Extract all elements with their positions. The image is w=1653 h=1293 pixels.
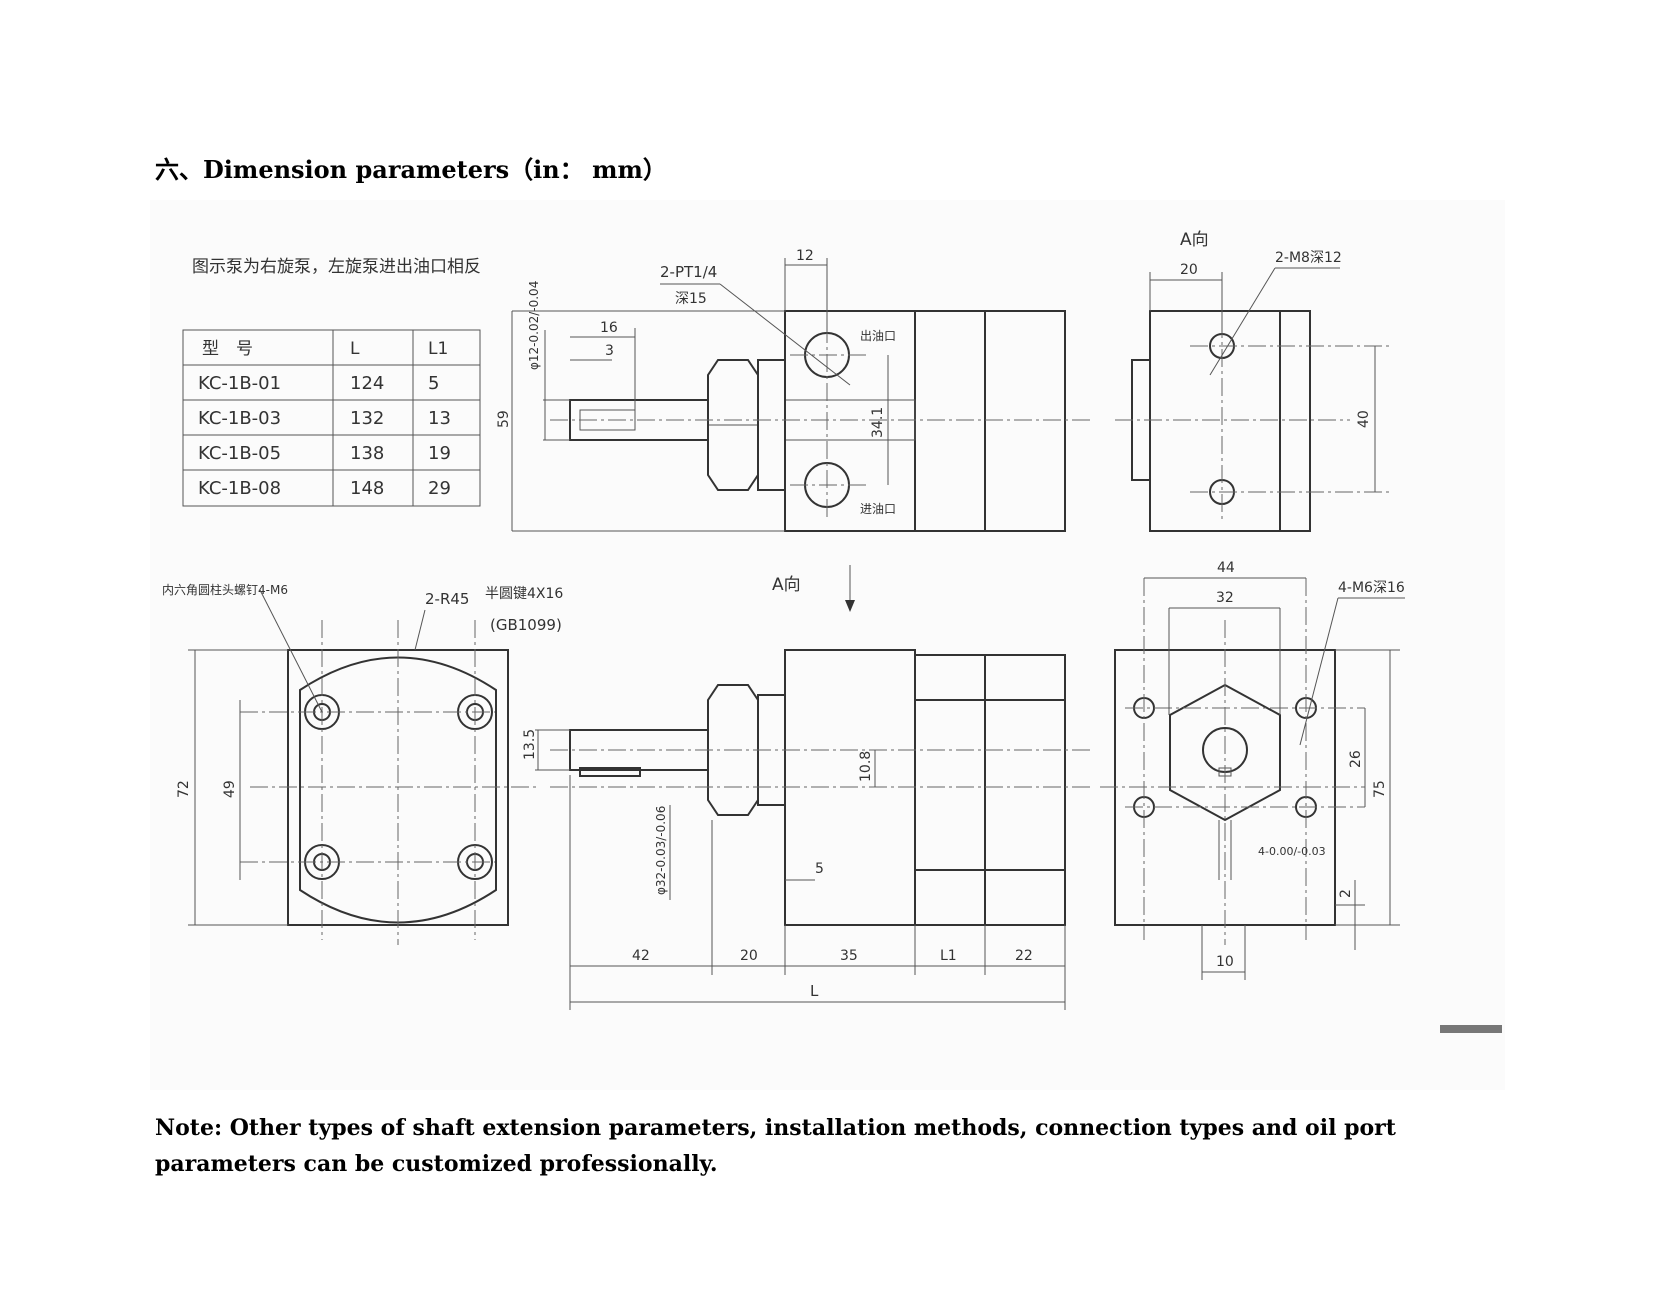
dim-20-top: 20 [1180, 262, 1198, 278]
m6-label: 4-M6深16 [1338, 580, 1405, 596]
dim-4: 4-0.00/-0.03 [1258, 845, 1326, 858]
dim-75: 75 [1372, 780, 1388, 798]
dim-13-5: 13.5 [522, 729, 538, 760]
table-cell-l: 138 [350, 443, 384, 464]
key-label: 半圆键4X16 [485, 586, 563, 602]
dim-20-bottom: 20 [740, 948, 758, 964]
dim-5: 5 [815, 861, 824, 877]
table-cell-l: 124 [350, 373, 384, 394]
dim-3: 3 [605, 343, 614, 359]
table-cell-l: 132 [350, 408, 384, 429]
m8-label: 2-M8深12 [1275, 250, 1342, 266]
table-cell-model: KC-1B-01 [198, 373, 281, 394]
dim-l1: L1 [940, 948, 957, 964]
dim-22: 22 [1015, 948, 1033, 964]
shaft-diameter-12: φ12-0.02/-0.04 [527, 281, 541, 370]
view-a-top: A向 20 2-M8深12 40 [1115, 230, 1390, 532]
bottom-side-view: A向 半圆键4X16 (GB1099) 13.5 10.8 5 [485, 565, 1090, 1010]
depth-15-label: 深15 [675, 291, 707, 307]
r45-label: 2-R45 [425, 590, 469, 608]
view-a-arrow-label: A向 [772, 575, 801, 595]
inlet-label: 进油口 [860, 502, 896, 516]
dia-32: φ32-0.03/-0.06 [654, 806, 668, 895]
table-header-l1: L1 [428, 339, 448, 359]
dim-49: 49 [222, 780, 238, 798]
rotation-caption: 图示泵为右旋泵，左旋泵进出油口相反 [192, 257, 481, 277]
dim-32: 32 [1216, 590, 1234, 606]
table-cell-l1: 5 [428, 373, 439, 394]
model-table: 型 号 L L1 KC-1B-01 124 5 KC-1B-03 132 13 … [182, 329, 481, 507]
dim-44: 44 [1217, 560, 1235, 576]
dim-34-1: 34.1 [870, 407, 886, 438]
gb-label: (GB1099) [490, 616, 562, 634]
dim-10-8: 10.8 [858, 751, 874, 782]
outlet-label: 出油口 [860, 329, 896, 343]
dim-16: 16 [600, 320, 618, 336]
table-cell-l: 148 [350, 478, 384, 499]
front-face-view: 44 32 4-M6深16 26 75 4-0.00/-0.03 2 10 [1100, 560, 1405, 980]
dim-59: 59 [496, 410, 512, 428]
dim-42: 42 [632, 948, 650, 964]
table-cell-model: KC-1B-03 [198, 408, 281, 429]
engineering-drawing: 图示泵为右旋泵，左旋泵进出油口相反 型 号 L L1 KC-1B-01 124 … [150, 200, 1505, 1090]
dim-72: 72 [176, 780, 192, 798]
table-cell-model: KC-1B-08 [198, 478, 281, 499]
dim-35: 35 [840, 948, 858, 964]
table-header-model: 型 号 [202, 339, 253, 359]
dim-12: 12 [796, 248, 814, 264]
table-cell-l1: 29 [428, 478, 451, 499]
screw-label: 内六角圆柱头螺钉4-M6 [162, 582, 288, 597]
drawing-canvas: 图示泵为右旋泵，左旋泵进出油口相反 型 号 L L1 KC-1B-01 124 … [162, 230, 1502, 1033]
pt-port-label: 2-PT1/4 [660, 263, 717, 281]
table-header-l: L [350, 339, 360, 359]
table-cell-l1: 19 [428, 443, 451, 464]
dim-40: 40 [1356, 410, 1372, 428]
table-cell-l1: 13 [428, 408, 451, 429]
page-heading: 六、Dimension parameters（in： mm） [155, 155, 667, 184]
view-a-label: A向 [1180, 230, 1209, 250]
scale-bar [1440, 1025, 1502, 1033]
dim-10: 10 [1216, 954, 1234, 970]
top-side-view: 12 2-PT1/4 深15 16 3 φ12-0.02/-0.04 59 34… [496, 248, 1090, 532]
end-view: 内六角圆柱头螺钉4-M6 2-R45 72 49 [162, 582, 540, 945]
table-cell-model: KC-1B-05 [198, 443, 281, 464]
dim-2: 2 [1338, 889, 1354, 898]
dim-l: L [810, 982, 819, 1000]
dim-26: 26 [1348, 750, 1364, 768]
note-text: Note: Other types of shaft extension par… [155, 1115, 1396, 1177]
